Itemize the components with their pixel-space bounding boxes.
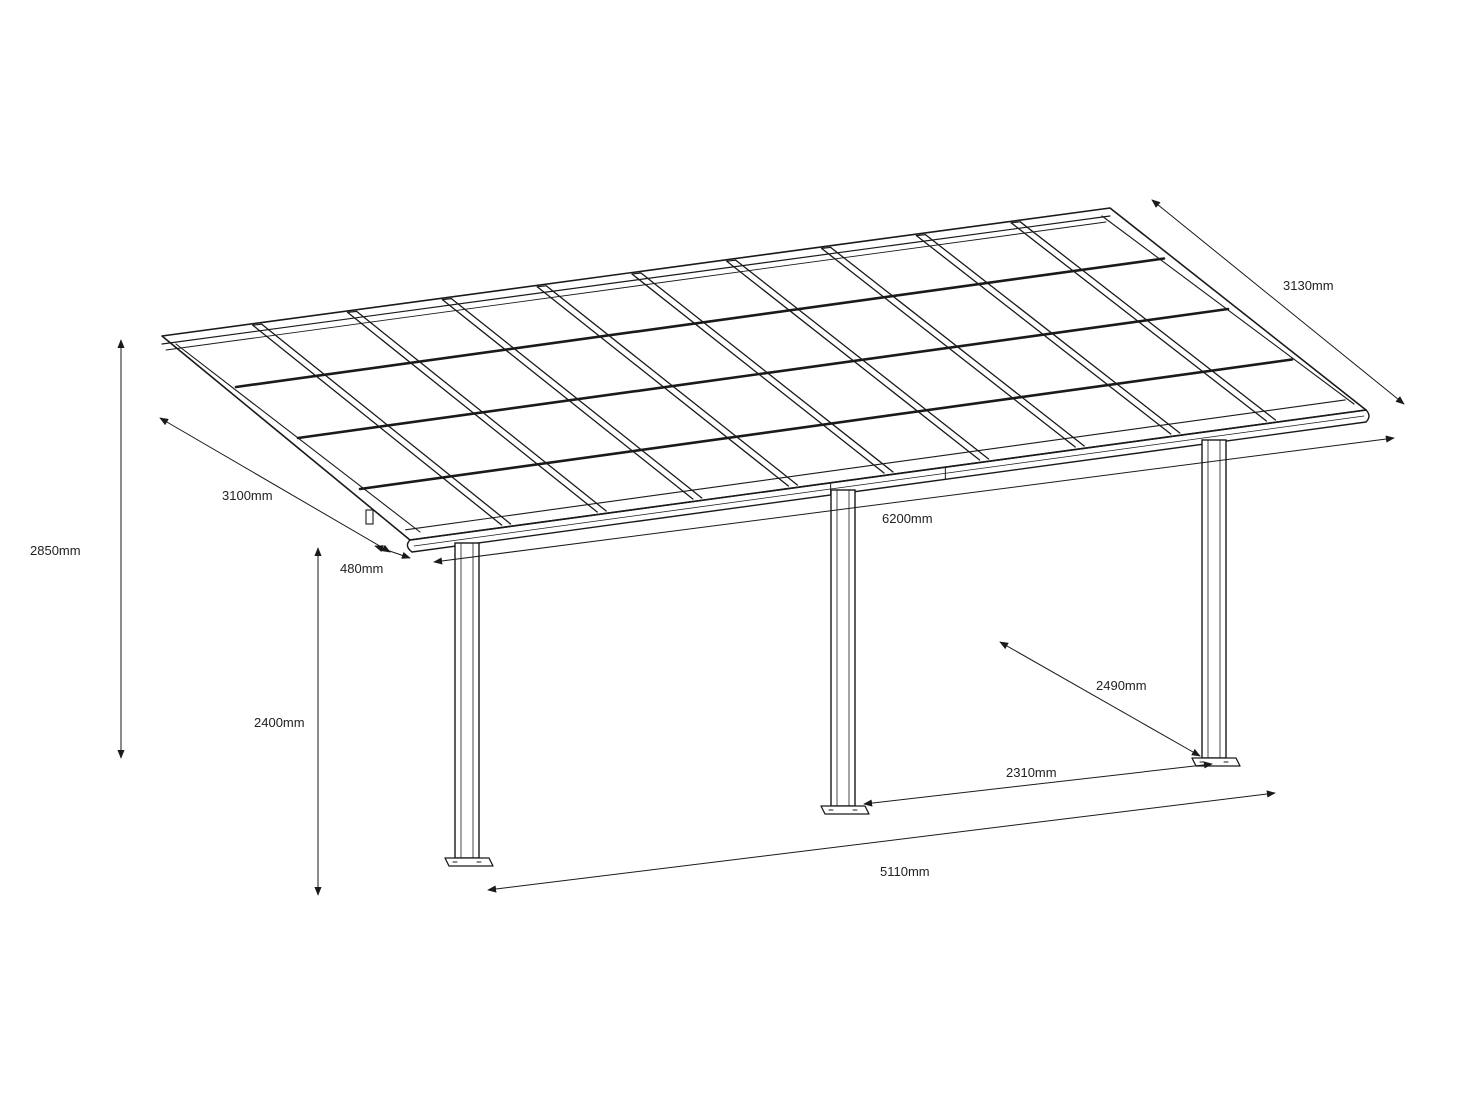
dim-roof-width <box>433 435 1395 565</box>
label-post-spacing: 2310mm <box>1006 765 1057 780</box>
post-2-column <box>830 489 856 807</box>
dim-post-span <box>487 790 1276 893</box>
post-3-column <box>1201 439 1227 759</box>
dim-roof-depth <box>159 417 391 553</box>
rafter-cap <box>631 272 642 275</box>
post-1-base-plate <box>444 857 494 867</box>
gutter-end-left <box>406 539 413 553</box>
glazing-bar-1 <box>234 257 1166 389</box>
post-1 <box>444 542 494 867</box>
wall-bracket <box>365 509 374 525</box>
glazing-bar-2 <box>296 307 1230 440</box>
rafter-cap <box>726 259 737 262</box>
label-roof-length: 3130mm <box>1283 278 1334 293</box>
dim-roof-length <box>1151 199 1405 405</box>
rafter-cap <box>820 246 832 249</box>
label-overhang: 480mm <box>340 561 383 576</box>
rafter-cap <box>1010 221 1021 224</box>
label-roof-depth: 3100mm <box>222 488 273 503</box>
dim-post-depth <box>999 641 1201 757</box>
rafter-cap <box>252 323 263 326</box>
rafter-cap <box>441 298 452 301</box>
post-3 <box>1191 439 1241 767</box>
label-post-depth: 2490mm <box>1096 678 1147 693</box>
dim-overhang <box>374 545 411 559</box>
back-rail-lower <box>165 221 1107 351</box>
dimension-lines <box>117 199 1405 896</box>
post-2-base-plate <box>820 805 870 815</box>
roof-structure <box>161 207 1370 553</box>
rafter-cap <box>347 310 358 313</box>
label-clear-height: 2400mm <box>254 715 305 730</box>
label-roof-width: 6200mm <box>882 511 933 526</box>
label-overall-height: 2850mm <box>30 543 81 558</box>
label-post-span: 5110mm <box>880 864 930 879</box>
post-1-column <box>454 542 480 859</box>
rafter-cap <box>915 234 927 237</box>
back-rail-inner <box>161 215 1111 345</box>
posts <box>444 439 1241 867</box>
post-3-base-plate <box>1191 757 1241 767</box>
post-2 <box>820 489 870 815</box>
gutter-end-right <box>1365 409 1370 423</box>
rafter-cap <box>536 285 547 288</box>
